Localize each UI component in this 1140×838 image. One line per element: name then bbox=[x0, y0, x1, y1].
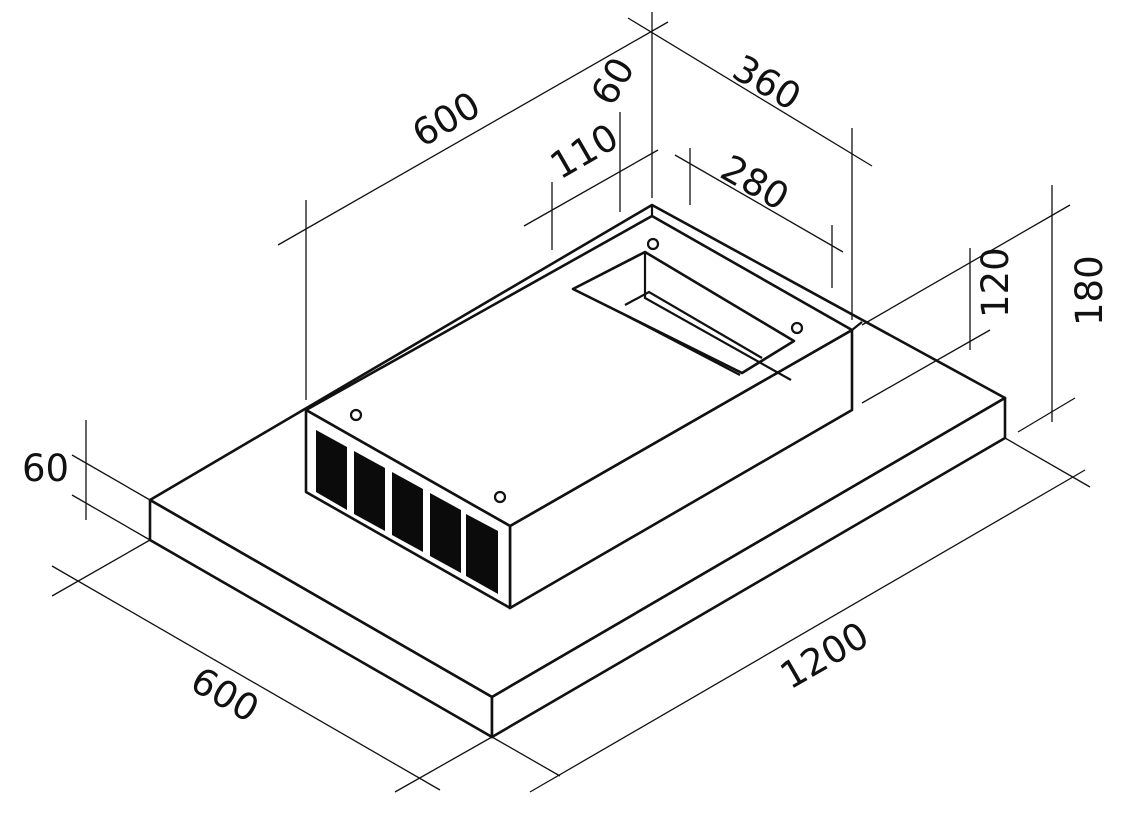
grille bbox=[316, 430, 498, 594]
screw bbox=[349, 408, 363, 422]
label-chimney-offset: 60 bbox=[583, 50, 644, 112]
label-outlet-height: 120 bbox=[974, 247, 1017, 318]
label-chimney-width: 360 bbox=[726, 47, 809, 120]
outlet-inner-bottom bbox=[624, 290, 763, 359]
chimney-right-edge-cap bbox=[851, 321, 863, 331]
outlet-inner-floor bbox=[626, 315, 741, 376]
grille-slot bbox=[466, 514, 498, 594]
grille-slot bbox=[392, 472, 423, 552]
screw bbox=[646, 237, 660, 251]
grille-slot bbox=[316, 430, 347, 510]
label-canopy-depth: 600 bbox=[184, 659, 267, 732]
screw bbox=[790, 321, 804, 335]
dimension-lines bbox=[51, 12, 1091, 793]
label-chimney-length: 600 bbox=[405, 83, 488, 156]
label-outlet-offset: 110 bbox=[543, 115, 626, 188]
grille-slot bbox=[354, 451, 385, 531]
label-canopy-height: 60 bbox=[22, 447, 69, 490]
air-outlet bbox=[571, 250, 796, 381]
label-canopy-width: 1200 bbox=[773, 613, 876, 697]
outlet-inner-back bbox=[643, 252, 792, 381]
screw bbox=[493, 490, 507, 504]
label-outlet-width: 280 bbox=[714, 147, 797, 220]
chimney-box bbox=[304, 205, 863, 610]
label-total-height: 180 bbox=[1068, 255, 1111, 326]
grille-slot bbox=[430, 493, 461, 573]
